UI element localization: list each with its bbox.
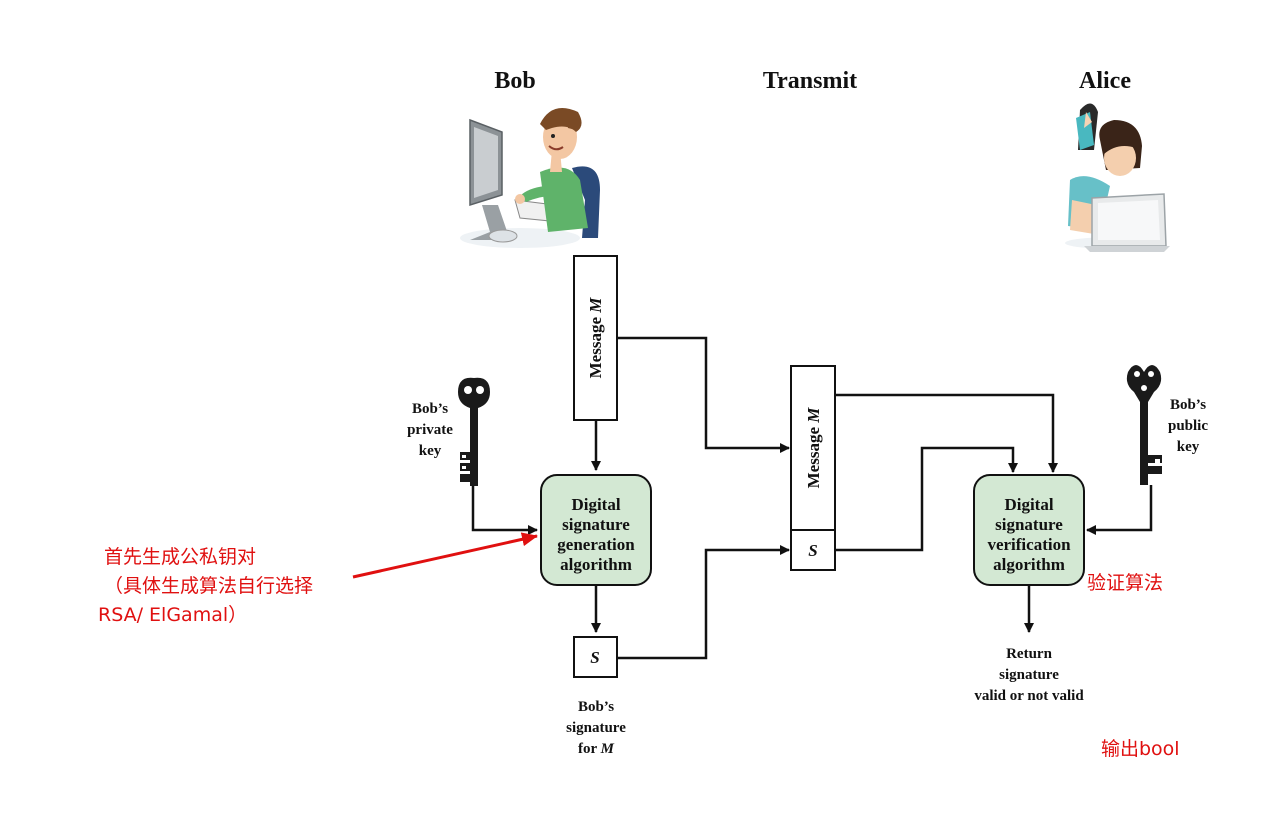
- public-key-icon: [1126, 365, 1162, 485]
- private-key-label-1: Bob’s: [412, 401, 448, 417]
- message-label-transmit: Message M: [804, 407, 823, 489]
- message-label-bob: Message M: [586, 297, 605, 379]
- return-line-1: Return: [1006, 646, 1052, 662]
- verification-line-3: verification: [987, 535, 1071, 554]
- signature-box-bob: S: [573, 636, 618, 678]
- transmit-message-box: Message M: [790, 365, 836, 531]
- public-key-label-3: key: [1177, 439, 1200, 455]
- public-key-label-1: Bob’s: [1170, 397, 1206, 413]
- private-key-icon: [458, 377, 490, 486]
- annotation-output: 输出bool: [1101, 738, 1180, 760]
- public-key-label-2: public: [1168, 418, 1208, 434]
- header-bob: Bob: [494, 68, 535, 94]
- generation-line-1: Digital: [571, 495, 620, 514]
- private-key-label-2: private: [407, 422, 453, 438]
- annotation-keygen-1: 首先生成公私钥对: [104, 546, 256, 568]
- signature-label-transmit: S: [808, 541, 817, 560]
- alice-laptop-user-icon: [1065, 103, 1170, 252]
- generation-algorithm-box: Digital signature generation algorithm: [540, 474, 652, 586]
- transmit-signature-box: S: [790, 529, 836, 571]
- return-line-2: signature: [999, 667, 1059, 683]
- annotation-verify: 验证算法: [1087, 572, 1163, 594]
- header-alice: Alice: [1079, 68, 1131, 94]
- verification-line-4: algorithm: [993, 555, 1065, 574]
- bob-computer-user-icon: [460, 108, 600, 248]
- return-line-3: valid or not valid: [974, 688, 1084, 704]
- generation-line-3: generation: [557, 535, 635, 554]
- verification-algorithm-box: Digital signature verification algorithm: [973, 474, 1085, 586]
- signature-caption-1: Bob’s: [578, 699, 614, 715]
- signature-label-bob: S: [590, 648, 599, 667]
- generation-line-2: signature: [562, 515, 630, 534]
- generation-line-4: algorithm: [560, 555, 632, 574]
- signature-caption-3: for M: [578, 741, 615, 757]
- verification-line-1: Digital: [1004, 495, 1053, 514]
- signature-caption-2: signature: [566, 720, 626, 736]
- header-transmit: Transmit: [763, 68, 857, 94]
- message-box-bob: Message M: [573, 255, 618, 421]
- verification-line-2: signature: [995, 515, 1063, 534]
- private-key-label-3: key: [419, 443, 442, 459]
- annotation-keygen-3: RSA/ ElGamal）: [98, 604, 247, 626]
- annotation-arrow: [352, 532, 538, 579]
- annotation-keygen-2: （具体生成算法自行选择: [104, 575, 313, 597]
